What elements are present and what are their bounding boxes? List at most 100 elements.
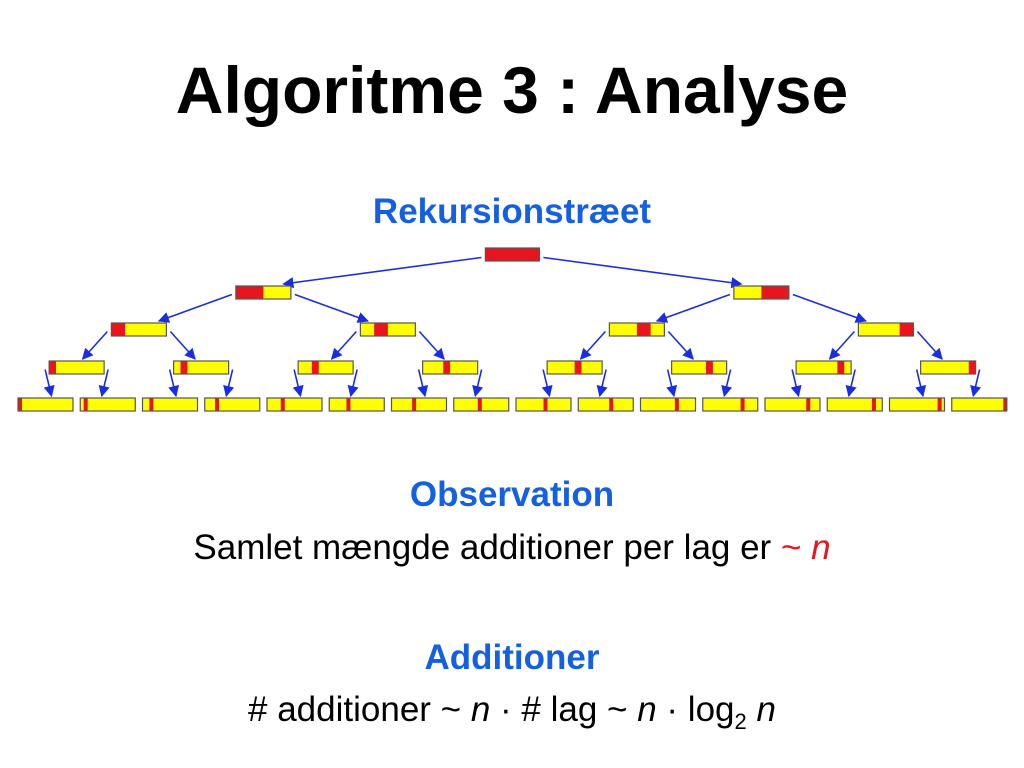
recursion-arrow <box>970 369 982 398</box>
formula-part-1: # additioner ~ <box>248 690 471 729</box>
array-split-segment <box>543 398 548 411</box>
array-node <box>577 397 634 412</box>
recursion-arrow <box>721 369 733 398</box>
array-node <box>235 285 292 300</box>
additions-formula: # additioner ~ n · # lag ~ n · log2 n <box>0 690 1024 735</box>
array-node <box>141 397 199 412</box>
array-node <box>110 322 167 337</box>
formula-log-base: 2 <box>734 709 747 734</box>
array-node <box>857 322 914 337</box>
recursion-arrow <box>294 293 369 323</box>
observation-text-main: Samlet mængde additioner per lag er <box>193 528 772 567</box>
recursion-arrow <box>655 293 731 323</box>
array-split-segment <box>443 361 451 374</box>
array-split-segment <box>837 361 845 374</box>
array-split-segment <box>412 398 417 411</box>
array-split-segment <box>235 286 264 299</box>
recursion-arrow <box>169 330 196 360</box>
recursion-arrow <box>579 330 606 360</box>
array-split-segment <box>149 398 154 411</box>
formula-n-2: n <box>637 690 657 729</box>
array-node <box>204 397 261 412</box>
array-node <box>17 397 74 412</box>
array-node <box>328 397 385 412</box>
recursion-arrow <box>43 369 55 398</box>
recursion-arrow <box>790 369 802 398</box>
array-split-segment <box>374 323 388 336</box>
array-split-segment <box>574 361 582 374</box>
array-split-segment <box>609 398 614 411</box>
recursion-arrow <box>667 330 694 360</box>
recursion-arrow <box>168 369 180 398</box>
observation-text: Samlet mængde additioner per lag er ~ n <box>0 528 1024 568</box>
array-node <box>422 360 479 375</box>
recursion-arrow <box>282 256 482 289</box>
recursion-arrow <box>292 369 304 398</box>
array-split-segment <box>477 398 482 411</box>
recursion-arrow <box>541 369 553 398</box>
recursion-arrow <box>347 369 359 398</box>
array-split-segment <box>18 398 22 411</box>
array-node <box>515 397 572 412</box>
array-node <box>266 397 323 412</box>
array-split-segment <box>49 361 56 374</box>
array-node <box>764 397 821 412</box>
recursion-arrow <box>98 369 110 398</box>
array-node <box>297 360 354 375</box>
recursion-arrow <box>157 293 233 323</box>
array-node <box>390 397 448 412</box>
array-node <box>671 360 728 375</box>
array-split-segment <box>280 398 285 411</box>
array-split-segment <box>674 398 679 411</box>
recursion-arrow <box>417 369 429 398</box>
array-node <box>826 397 883 412</box>
formula-dot-2: · <box>656 690 688 729</box>
formula-part-2: # lag ~ <box>521 690 638 729</box>
array-split-segment <box>899 323 914 336</box>
formula-dot-1: · <box>490 690 522 729</box>
array-node <box>951 397 1008 412</box>
recursion-arrow <box>666 369 678 398</box>
array-node <box>79 397 136 412</box>
recursion-arrow <box>223 369 235 398</box>
recursion-arrow <box>543 256 743 289</box>
recursion-arrow <box>330 330 357 360</box>
recursion-arrow <box>915 369 927 398</box>
observation-tilde: ~ <box>780 528 802 567</box>
slide-title: Algoritme 3 : Analyse <box>175 53 849 127</box>
array-node <box>702 397 759 412</box>
array-node <box>173 360 230 375</box>
array-split-segment <box>83 398 88 411</box>
array-split-segment <box>180 361 188 374</box>
array-node <box>639 397 697 412</box>
recursion-arrow <box>916 330 943 360</box>
recursion-arrow <box>792 293 867 323</box>
tree-heading: Rekursionstræet <box>372 192 652 231</box>
additions-heading: Additioner <box>424 638 600 677</box>
array-split-segment <box>636 323 651 336</box>
array-node <box>453 397 510 412</box>
array-split-segment <box>806 398 811 411</box>
array-split-segment <box>761 286 789 299</box>
array-split-segment <box>311 361 319 374</box>
recursion-arrow <box>472 369 484 398</box>
array-split-segment <box>937 398 942 411</box>
recursion-arrow <box>418 330 445 360</box>
formula-log: log <box>687 690 735 729</box>
array-split-segment <box>706 361 713 374</box>
observation-n: n <box>811 528 831 567</box>
array-node <box>359 322 416 337</box>
observation-heading: Observation <box>409 475 615 514</box>
array-node <box>48 360 105 375</box>
recursion-arrow <box>828 330 855 360</box>
array-split-segment <box>111 323 126 336</box>
formula-n-1: n <box>470 690 491 729</box>
array-split-segment <box>346 398 351 411</box>
array-node <box>888 397 946 412</box>
array-split-segment <box>215 398 220 411</box>
array-split-segment <box>968 361 976 374</box>
array-node <box>484 247 540 262</box>
formula-n-3: n <box>756 690 776 729</box>
array-node <box>795 360 852 375</box>
